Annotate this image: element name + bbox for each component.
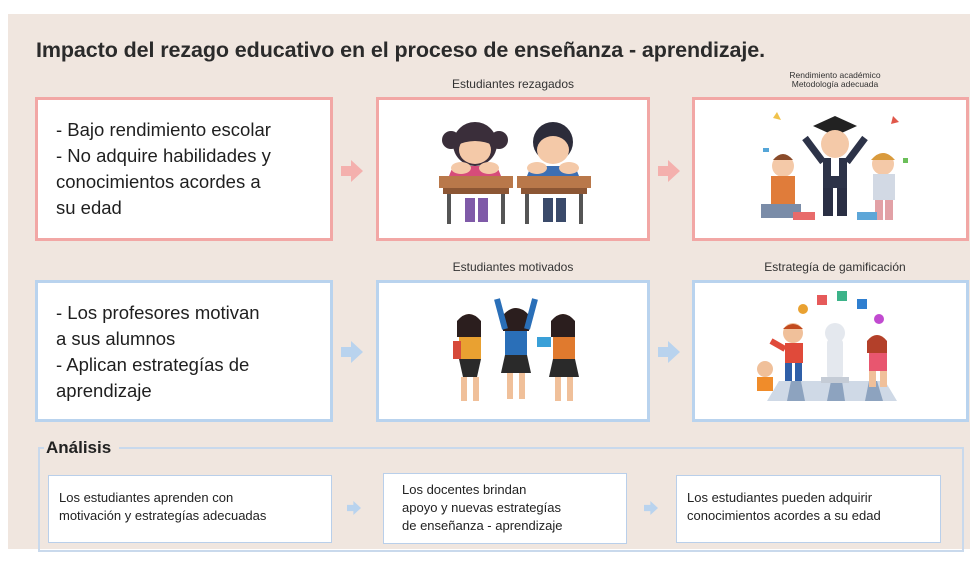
analysis-box-3-line-2: conocimientos acordes a su edad (687, 508, 881, 523)
caption-rendimiento-academico: Rendimiento académico (789, 70, 881, 80)
analisis-frame (38, 447, 964, 552)
arrow-right-icon (658, 341, 680, 368)
arrow-right-icon (644, 501, 658, 520)
arrow-right-icon (341, 160, 363, 187)
arrow-right-icon (658, 160, 680, 187)
text-no-adquiere: - No adquire habilidades y (56, 145, 271, 166)
sad-students-illustration (439, 122, 591, 224)
graduation-celebration-illustration (761, 112, 908, 220)
analysis-box-1-line-2: motivación y estrategías adecuadas (59, 508, 267, 523)
arrow-right-icon (347, 501, 361, 520)
analysis-box-2-line-1: Los docentes brindan (402, 482, 527, 497)
analysis-box-1: Los estudiantes aprenden con motivación … (48, 475, 332, 543)
happy-students-illustration (453, 298, 579, 401)
text-bajo-rendimiento: - Bajo rendimiento escolar (56, 119, 271, 140)
analysis-box-2-line-2: apoyo y nuevas estrategías (402, 500, 561, 515)
analysis-box-2: Los docentes brindan apoyo y nuevas estr… (383, 473, 627, 544)
caption-rendimiento-metodologia: Rendimiento académico Metodología adecua… (700, 71, 970, 89)
analysis-box-3-line-1: Los estudiantes pueden adquirir (687, 490, 873, 505)
analysis-box-1-line-1: Los estudiantes aprenden con (59, 490, 234, 505)
box-profesores-motivan: - Los profesores motivan a sus alumnos -… (35, 280, 333, 422)
caption-estudiantes-motivados: Estudiantes motivados (452, 260, 574, 274)
text-profesores-motivan: - Los profesores motivan (56, 302, 260, 323)
box-rezago-consecuencias: - Bajo rendimiento escolar - No adquire … (35, 97, 333, 241)
diagram-title: Impacto del rezago educativo en el proce… (36, 38, 765, 62)
box-estrategia-gamificacion (692, 280, 969, 422)
caption-estudiantes-rezagados: Estudiantes rezagados (451, 77, 575, 91)
analysis-box-3: Los estudiantes pueden adquirir conocimi… (676, 475, 941, 543)
text-a-sus-alumnos: a sus alumnos (56, 328, 176, 349)
box-estudiantes-rezagados (376, 97, 650, 241)
text-su-edad: su edad (56, 197, 122, 218)
caption-metodologia-adecuada: Metodología adecuada (791, 79, 879, 89)
arrow-right-icon (341, 341, 363, 368)
caption-estrategia-gamificacion: Estrategía de gamificación (764, 260, 906, 274)
box-rendimiento-academico (692, 97, 969, 241)
text-conocimientos-acordes: conocimientos acordes a (56, 171, 261, 192)
gamification-chess-illustration (757, 291, 897, 401)
text-aprendizaje: aprendizaje (56, 380, 152, 401)
analisis-heading: Análisis (44, 438, 120, 458)
analysis-box-2-line-3: de enseñanza - aprendizaje (402, 518, 563, 533)
box-estudiantes-motivados (376, 280, 650, 422)
text-aplican-estrategias: - Aplican estrategías de (56, 354, 250, 375)
